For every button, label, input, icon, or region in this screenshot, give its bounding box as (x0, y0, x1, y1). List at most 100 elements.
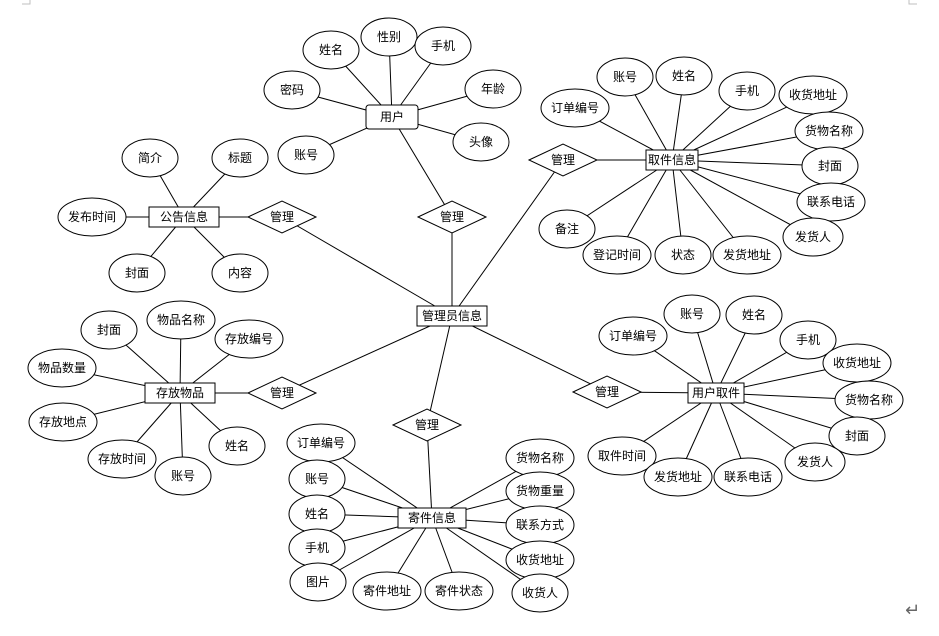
attribute-label-up_order: 订单编号 (609, 328, 657, 343)
attribute-label-p_acct: 账号 (613, 70, 637, 84)
attribute-up_cover (828, 416, 886, 456)
attribute-label-p_name: 姓名 (672, 68, 696, 83)
attribute-u_acct (277, 135, 335, 175)
attribute-u_age (464, 69, 522, 109)
attribute-label-up_tel: 联系电话 (724, 470, 772, 484)
attribute-p_order (540, 88, 610, 128)
attribute-n_intro (121, 138, 179, 178)
attribute-u_pwd (263, 70, 321, 110)
entity-label-userpick: 用户取件 (692, 385, 740, 400)
attribute-n_cover (108, 253, 166, 293)
attribute-label-up_goods: 货物名称 (845, 392, 893, 407)
entity-label-notice: 公告信息 (160, 209, 208, 224)
attribute-sd_pic (289, 562, 347, 602)
attribute-label-u_acct: 账号 (294, 148, 318, 162)
entity-label-admin: 管理员信息 (422, 308, 482, 323)
attribute-p_regtime (582, 235, 652, 275)
attribute-n_content (211, 253, 269, 293)
entity-pickup (645, 149, 699, 171)
entity-storage (144, 382, 216, 404)
attribute-label-sd_phone: 手机 (305, 541, 329, 555)
relationship-rel_user (416, 200, 488, 234)
attribute-label-sd_weight: 货物重量 (516, 483, 564, 498)
attribute-s_place (28, 402, 98, 442)
attribute-label-u_avatar: 头像 (469, 135, 493, 149)
attribute-label-sd_order: 订单编号 (297, 435, 345, 450)
attribute-label-p_saddr: 发货地址 (723, 247, 771, 262)
attribute-label-up_acct: 账号 (680, 307, 704, 321)
attribute-p_status (654, 235, 712, 275)
attribute-label-s_goods: 物品名称 (157, 312, 205, 327)
entity-userpick (687, 382, 745, 404)
attribute-sd_receiver (511, 573, 569, 613)
attribute-label-up_saddr: 发货地址 (654, 469, 702, 484)
attribute-label-n_intro: 简介 (138, 151, 162, 165)
attribute-p_name (655, 56, 713, 96)
attribute-up_acct (663, 294, 721, 334)
attribute-n_time (57, 197, 127, 237)
edge-rel_notice-admin (281, 216, 453, 317)
attribute-label-p_status: 状态 (671, 248, 695, 262)
edge-rel_pickup-admin (451, 159, 564, 317)
attribute-label-u_age: 年龄 (481, 82, 505, 96)
attribute-up_name (725, 295, 783, 335)
relationship-label-rel_pickup: 管理 (551, 152, 575, 167)
attribute-p_phone (718, 71, 776, 111)
attribute-label-s_time: 存放时间 (98, 451, 146, 466)
attribute-p_acct (596, 57, 654, 97)
edge-p_sender (671, 159, 814, 238)
attribute-s_cover (80, 310, 138, 350)
attribute-p_note (538, 209, 596, 249)
relationship-label-rel_userpick: 管理 (595, 384, 619, 399)
entity-user (365, 104, 419, 130)
entity-notice (148, 206, 220, 228)
attribute-label-p_addr: 收货地址 (789, 87, 837, 102)
relationship-rel_storage (246, 376, 318, 410)
attribute-u_gender (360, 17, 418, 57)
relationship-label-rel_notice: 管理 (270, 209, 294, 224)
entity-admin (416, 305, 488, 327)
attribute-label-n_time: 发布时间 (68, 209, 116, 224)
attribute-label-n_title: 标题 (228, 151, 252, 165)
attribute-label-sd_name: 姓名 (305, 506, 329, 521)
attribute-label-n_cover: 封面 (125, 266, 149, 280)
entity-label-pickup: 取件信息 (648, 152, 696, 167)
relationship-label-rel_storage: 管理 (270, 385, 294, 400)
attribute-up_tel (713, 457, 783, 497)
attribute-label-p_sender: 发货人 (795, 229, 831, 244)
attribute-up_saddr (643, 457, 713, 497)
attribute-label-s_acct: 账号 (171, 469, 195, 483)
edge-rel_user-user (391, 116, 453, 218)
attribute-label-s_no: 存放编号 (225, 331, 273, 346)
attribute-label-p_cover: 封面 (818, 159, 842, 173)
attribute-label-sd_saddr: 寄件地址 (363, 583, 411, 598)
attribute-label-u_phone: 手机 (431, 39, 455, 53)
attribute-label-up_cover: 封面 (845, 429, 869, 443)
attribute-p_sender (782, 217, 844, 257)
relationship-rel_send (391, 408, 463, 442)
attribute-label-up_name: 姓名 (742, 307, 766, 322)
attribute-s_no (214, 319, 284, 359)
entity-label-send: 寄件信息 (408, 510, 456, 525)
attribute-s_goods (146, 300, 216, 340)
attribute-label-s_qty: 物品数量 (38, 360, 86, 375)
attribute-up_phone (779, 320, 837, 360)
attribute-label-sd_goods: 货物名称 (516, 450, 564, 465)
edge-rel_send-admin (426, 315, 453, 426)
attribute-label-up_sender: 发货人 (797, 454, 833, 469)
attribute-label-sd_contact: 联系方式 (516, 517, 564, 532)
attribute-u_avatar (452, 122, 510, 162)
relationship-label-rel_send: 管理 (415, 417, 439, 432)
attribute-label-up_phone: 手机 (796, 333, 820, 347)
relationship-rel_pickup (527, 143, 599, 177)
attribute-sd_saddr (352, 571, 422, 611)
attribute-label-p_regtime: 登记时间 (593, 247, 641, 262)
attribute-label-s_cover: 封面 (97, 323, 121, 337)
attribute-label-u_name: 姓名 (319, 42, 343, 57)
attribute-label-n_content: 内容 (228, 265, 252, 280)
entity-label-storage: 存放物品 (156, 385, 204, 400)
attribute-label-sd_raddr: 收货地址 (516, 552, 564, 567)
attribute-up_order (598, 316, 668, 356)
attribute-n_title (211, 138, 269, 178)
